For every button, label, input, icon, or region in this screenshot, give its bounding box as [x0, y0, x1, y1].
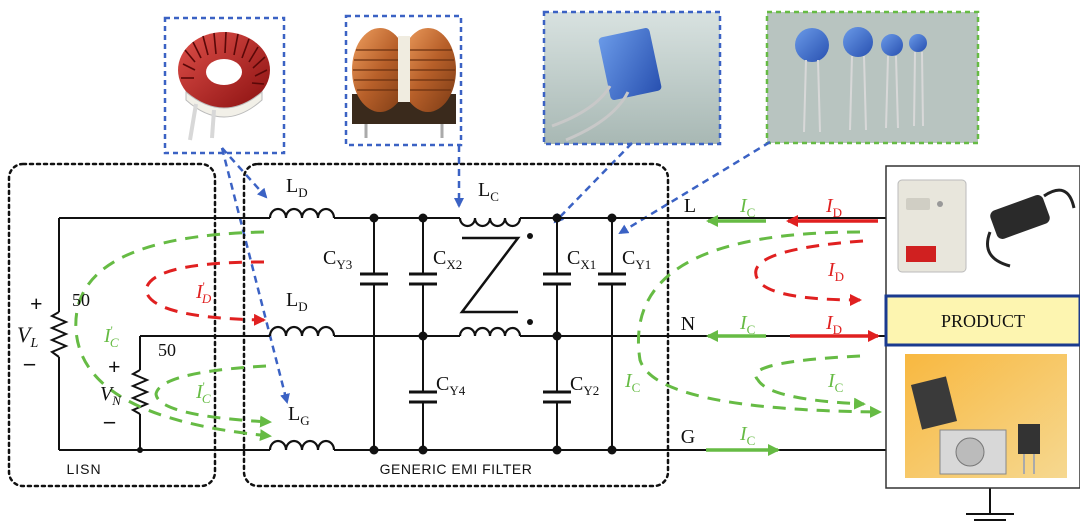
emi-filter-label: GENERIC EMI FILTER [380, 461, 533, 477]
cy1-label: CY1 [622, 247, 651, 272]
cy2-label: CY2 [570, 373, 599, 398]
electronics-components-photo [905, 354, 1067, 478]
inductor-ld-top [268, 207, 336, 219]
circuit-wires [58, 217, 1014, 521]
product-label-bar [884, 294, 1080, 347]
photo-callout-arrows [220, 140, 771, 404]
line-label-N: N [681, 313, 695, 335]
ic-label-line-L: IC [739, 195, 755, 220]
lisn-box [7, 162, 217, 488]
id-prime-label: I'D [195, 279, 212, 306]
vl-minus-sign: – [23, 350, 36, 375]
id-label-line-L: ID [825, 195, 842, 220]
resistor-50-left [49, 311, 69, 358]
vl-label: VL [17, 322, 38, 351]
inductor-lg [268, 439, 336, 451]
inductor-ld-mid [268, 325, 336, 337]
emi-filter-box [242, 162, 670, 488]
resistor-50-right [130, 369, 150, 415]
cy4-label: CY4 [436, 373, 466, 398]
common-mode-choke-photo [344, 14, 463, 147]
ic-label-loop: IC [827, 370, 843, 395]
resistor-label-2: 50 [158, 340, 176, 360]
differential-current-paths [144, 215, 880, 342]
ld-mid-label: LD [286, 289, 308, 314]
capacitor-plates [360, 272, 626, 404]
ic-prime-label-2: I'C [195, 379, 211, 406]
vl-plus-sign: + [30, 291, 43, 316]
line-label-G: G [681, 426, 695, 448]
ic-label-line-G: IC [739, 423, 755, 448]
vn-label: VN [100, 383, 122, 408]
cy3-label: CY3 [323, 247, 352, 272]
ic-label-line-N: IC [739, 312, 755, 337]
product-label: PRODUCT [941, 311, 1025, 331]
cx2-label: CX2 [433, 247, 462, 272]
lg-label: LG [288, 403, 310, 428]
common-mode-choke-lc [458, 217, 533, 337]
ups-photo [897, 179, 967, 273]
lc-label: LC [478, 179, 499, 204]
ld-top-label: LD [286, 175, 308, 200]
power-adapter-photo [986, 188, 1076, 268]
lisn-label: LISN [66, 461, 101, 477]
ic-prime-label-1: I'C [103, 323, 119, 350]
junction-dots [137, 213, 617, 455]
vn-plus-sign: + [108, 354, 121, 379]
id-label-loop: ID [827, 259, 844, 284]
cx1-label: CX1 [567, 247, 596, 272]
resistor-label-1: 50 [72, 290, 90, 310]
y-capacitors-photo [765, 10, 980, 145]
product-box: PRODUCT [884, 165, 1080, 489]
common-mode-current-paths [74, 215, 882, 456]
vn-minus-sign: – [103, 408, 116, 433]
id-label-line-N: ID [825, 312, 842, 337]
toroid-inductor-photo [163, 16, 286, 155]
line-label-L: L [684, 195, 696, 217]
x-capacitor-photo [542, 10, 722, 146]
ic-label-loop-left: IC [624, 370, 640, 395]
